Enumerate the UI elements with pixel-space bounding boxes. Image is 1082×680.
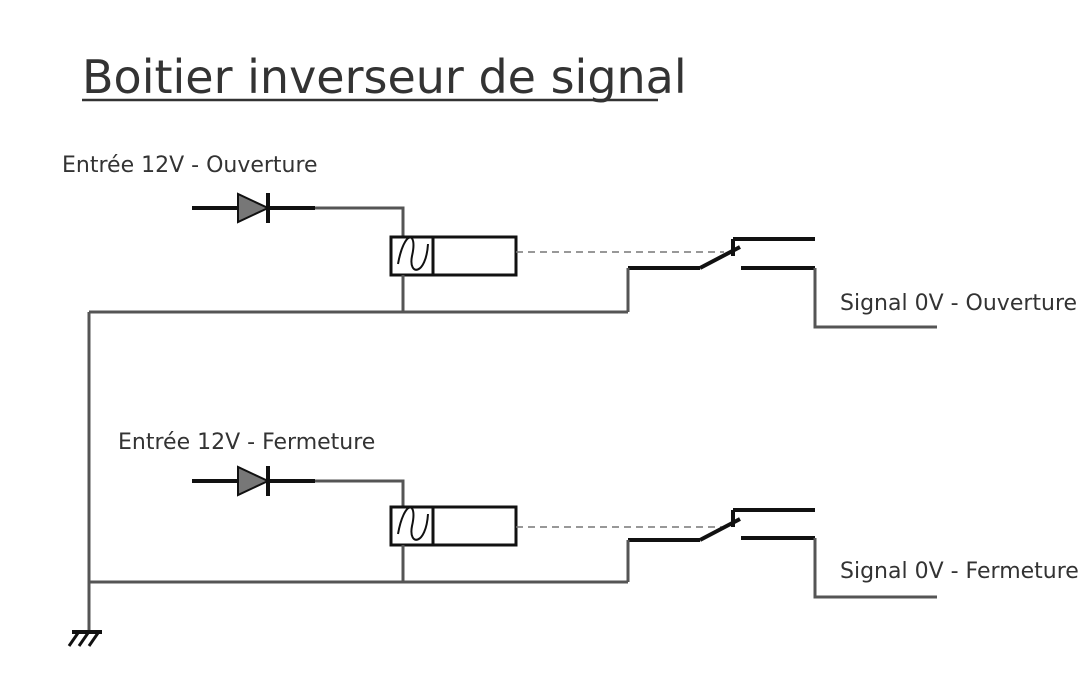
label-input-open: Entrée 12V - Ouverture — [62, 153, 318, 178]
relay-coil-icon — [389, 235, 518, 277]
wire-input-open — [315, 206, 405, 238]
diode-icon — [192, 465, 315, 497]
relay-switch-icon — [628, 508, 815, 542]
ground-icon — [67, 630, 102, 647]
wire-input-close — [315, 479, 405, 508]
wire-output-open — [813, 268, 937, 329]
diode-icon — [192, 192, 315, 224]
label-output-close: Signal 0V - Fermeture — [840, 559, 1079, 584]
relay-coil-icon — [389, 505, 518, 547]
label-input-close: Entrée 12V - Fermeture — [118, 430, 375, 455]
label-output-open: Signal 0V - Ouverture — [840, 291, 1077, 316]
diagram-title: Boitier inverseur de signal — [82, 50, 687, 104]
wire-output-close — [813, 538, 937, 599]
relay-switch-icon — [628, 237, 815, 270]
